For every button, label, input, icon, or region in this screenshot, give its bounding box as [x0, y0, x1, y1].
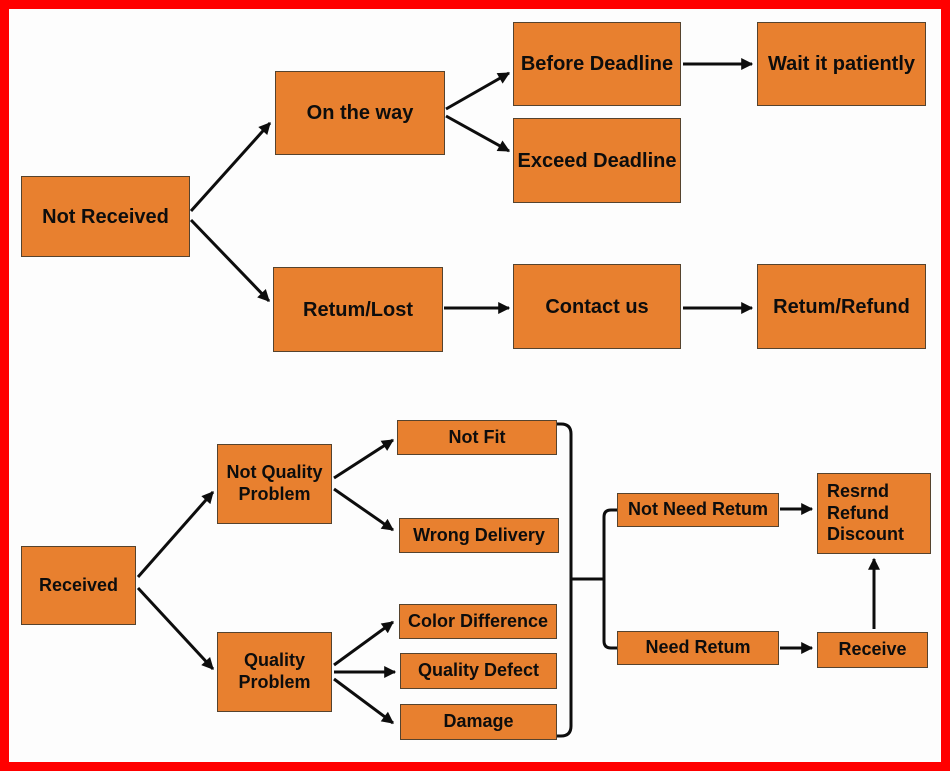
arrow-notqualityproblem-wrongdelivery — [333, 487, 394, 532]
arrow-notreceived-ontheway — [189, 121, 272, 213]
bracket-collector-line — [557, 422, 573, 738]
node-color-difference: Color Difference — [399, 604, 557, 639]
node-not-quality-problem: Not Quality Problem — [217, 444, 332, 524]
arrow-notqualityproblem-notfit — [333, 438, 395, 480]
node-quality-problem: Quality Problem — [217, 632, 332, 712]
node-received: Received — [21, 546, 136, 625]
node-resrnd-refund-discount: Resrnd Refund Discount — [817, 473, 931, 554]
node-not-need-retum: Not Need Retum — [617, 493, 779, 527]
arrow-qualityproblem-damage — [333, 677, 394, 725]
node-retum-refund: Retum/Refund — [757, 264, 926, 349]
node-not-fit: Not Fit — [397, 420, 557, 455]
node-retum-lost: Retum/Lost — [273, 267, 443, 352]
node-wait-it-patiently: Wait it patiently — [757, 22, 926, 106]
node-on-the-way: On the way — [275, 71, 445, 155]
arrow-ontheway-exceeddeadline — [445, 114, 511, 153]
arrow-received-notqualityproblem — [136, 491, 215, 578]
node-need-retum: Need Retum — [617, 631, 779, 665]
bracket-branch-line — [602, 508, 617, 650]
node-before-deadline: Before Deadline — [513, 22, 681, 106]
arrow-ontheway-beforedeadline — [445, 71, 511, 111]
node-wrong-delivery: Wrong Delivery — [399, 518, 559, 553]
arrow-received-qualityproblem — [136, 586, 215, 671]
node-contact-us: Contact us — [513, 264, 681, 349]
node-receive: Receive — [817, 632, 928, 668]
node-quality-defect: Quality Defect — [400, 653, 557, 689]
node-damage: Damage — [400, 704, 557, 740]
node-not-received: Not Received — [21, 176, 190, 257]
arrow-notreceived-retumlost — [189, 218, 271, 303]
arrow-qualityproblem-colordifference — [333, 620, 394, 667]
node-exceed-deadline: Exceed Deadline — [513, 118, 681, 203]
